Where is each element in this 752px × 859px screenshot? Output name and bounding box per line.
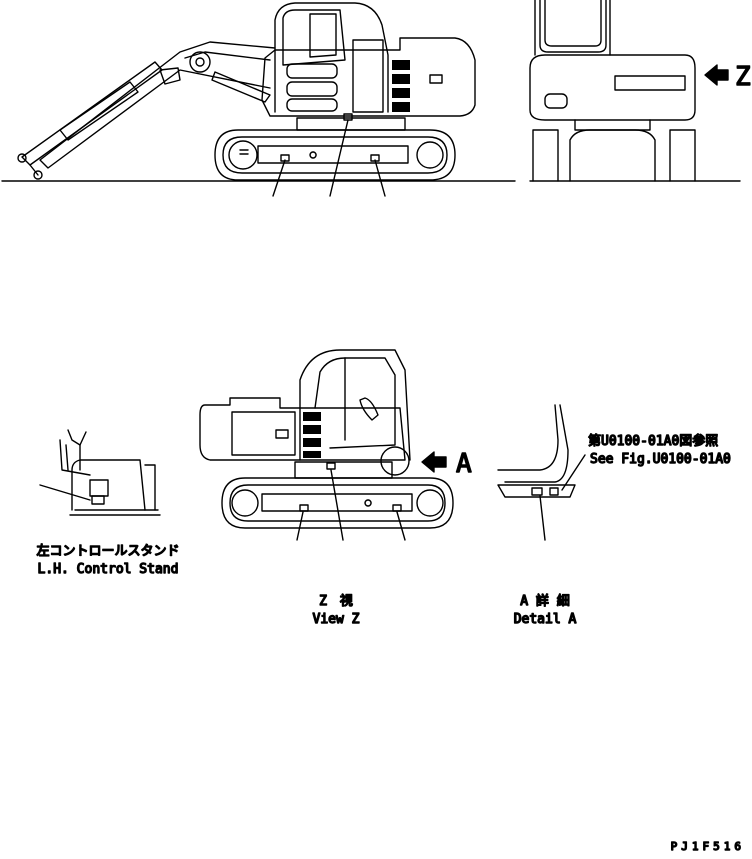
stripe-decal	[392, 60, 410, 112]
z-track-label-left	[299, 504, 309, 512]
drawing-code: PJ1F516	[671, 840, 745, 853]
z-track-label-right	[392, 504, 402, 512]
view-z-detail: A Z 視 View Z	[199, 349, 473, 628]
excavator-side-view	[1, 2, 516, 197]
detail-a: 第U0100-01A0図参照 See Fig.U0100-01A0 A 詳 細 …	[497, 404, 732, 628]
lh-control-stand-detail: 左コントロールスタンド L.H. Control Stand	[36, 429, 180, 578]
detail-a-label-ref	[549, 487, 559, 496]
z-swing-label	[326, 462, 336, 470]
boom-and-arm	[17, 41, 276, 180]
control-stand-label	[89, 479, 109, 497]
view-z-jp-label: Z 視	[319, 594, 353, 609]
detail-a-label-main	[531, 487, 543, 496]
excavator-rear-view: Z	[529, 0, 751, 182]
view-z-en-label: View Z	[313, 612, 360, 627]
lh-stand-jp-label: 左コントロールスタンド	[36, 544, 179, 559]
detail-a-en-label: Detail A	[514, 612, 577, 627]
z-stripe-decal	[303, 412, 321, 458]
track-assembly	[214, 129, 456, 181]
view-z-marker: Z	[735, 62, 751, 92]
ref-jp-label: 第U0100-01A0図参照	[588, 433, 718, 449]
detail-a-marker: A	[456, 449, 472, 479]
detail-a-jp-label: A 詳 細	[520, 593, 569, 609]
lh-stand-en-label: L.H. Control Stand	[38, 562, 179, 577]
ref-en-label: See Fig.U0100-01A0	[590, 452, 731, 467]
detail-a-arrow	[421, 451, 447, 473]
swing-label	[343, 113, 353, 121]
rear-label-plate	[614, 75, 686, 91]
view-z-arrow	[704, 64, 729, 86]
